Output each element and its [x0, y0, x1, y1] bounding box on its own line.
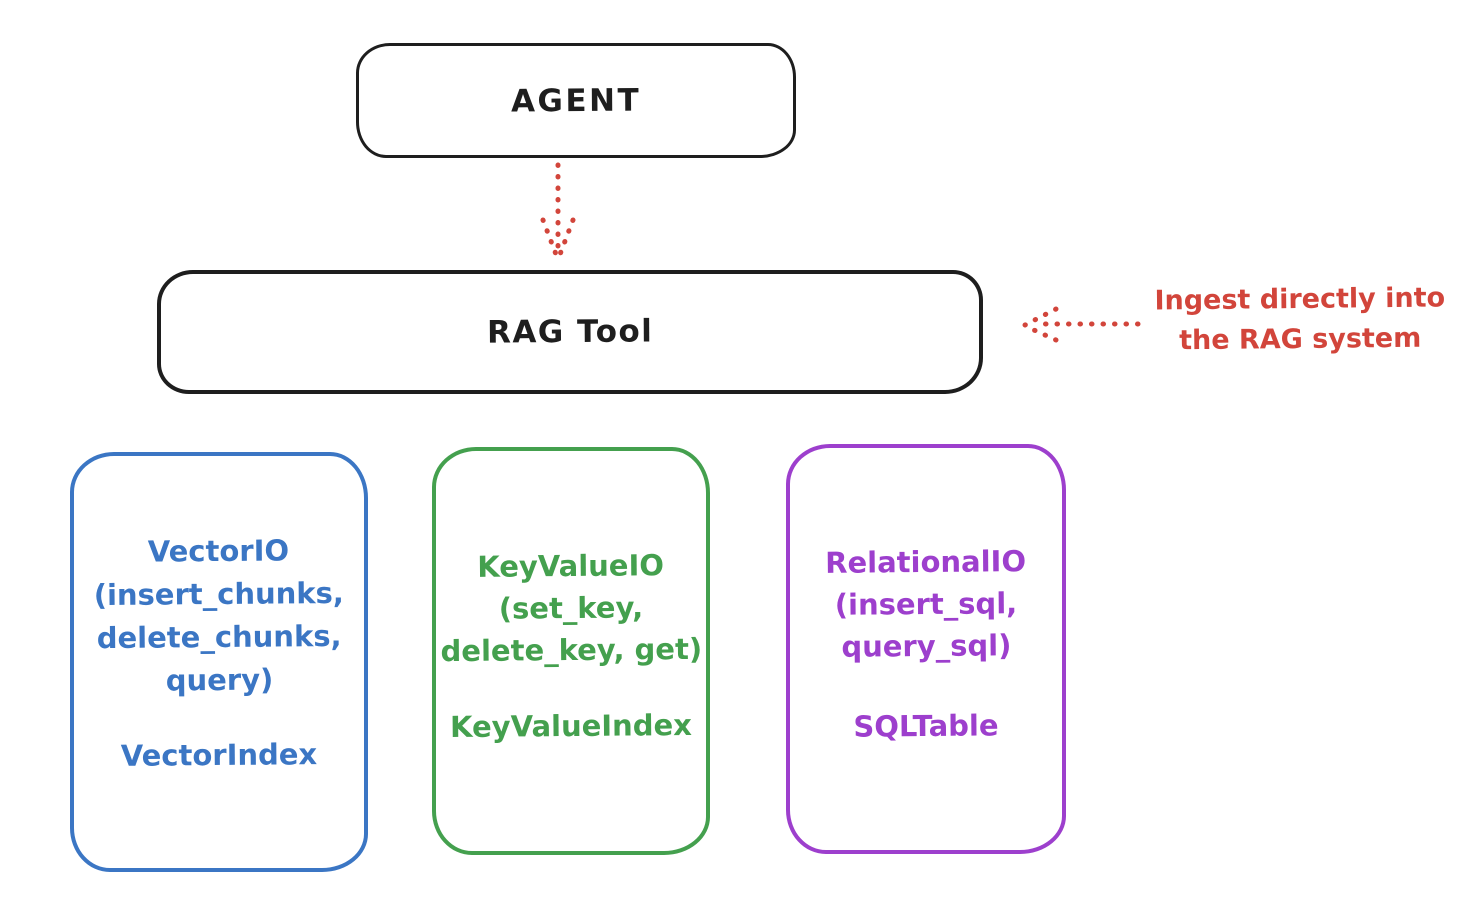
vector-io-line: (insert_chunks,: [93, 575, 345, 613]
ragtool-node: RAG Tool: [157, 270, 983, 394]
keyvalue-io-line: KeyValueIO: [477, 548, 665, 584]
keyvalue-index-label: KeyValueIndex: [449, 707, 693, 745]
ingest-annotation-line1: Ingest directly into: [1154, 282, 1446, 317]
ingest-annotation-arrow-icon: [1022, 306, 1141, 343]
vector-io-line: VectorIO: [147, 533, 290, 569]
vector-io-node: VectorIO (insert_chunks, delete_chunks, …: [70, 452, 368, 872]
ingest-annotation: Ingest directly into the RAG system: [1140, 278, 1461, 361]
vector-index-label: VectorIndex: [120, 737, 318, 773]
keyvalue-io-title: KeyValueIO (set_key, delete_key, get): [435, 544, 706, 672]
relational-io-line: (insert_sql,: [834, 586, 1018, 622]
relational-io-node: RelationalIO (insert_sql, query_sql) SQL…: [786, 444, 1066, 854]
relational-io-line: query_sql): [841, 628, 1012, 664]
sql-table-label: SQLTable: [853, 708, 999, 744]
relational-io-line: RelationalIO: [825, 544, 1027, 580]
agent-node: AGENT: [356, 43, 796, 158]
agent-node-label: AGENT: [510, 82, 642, 119]
vector-io-line: query): [165, 662, 274, 698]
vector-io-line: delete_chunks,: [96, 618, 342, 656]
keyvalue-io-line: (set_key,: [498, 590, 644, 626]
ingest-annotation-line2: the RAG system: [1178, 322, 1422, 357]
ragtool-node-label: RAG Tool: [486, 313, 654, 351]
vector-io-title: VectorIO (insert_chunks, delete_chunks, …: [73, 529, 364, 704]
relational-io-title: RelationalIO (insert_sql, query_sql): [789, 540, 1062, 668]
keyvalue-io-node: KeyValueIO (set_key, delete_key, get) Ke…: [432, 447, 710, 855]
agent-to-ragtool-arrow-icon: [540, 162, 576, 260]
keyvalue-io-line: delete_key, get): [440, 631, 703, 669]
